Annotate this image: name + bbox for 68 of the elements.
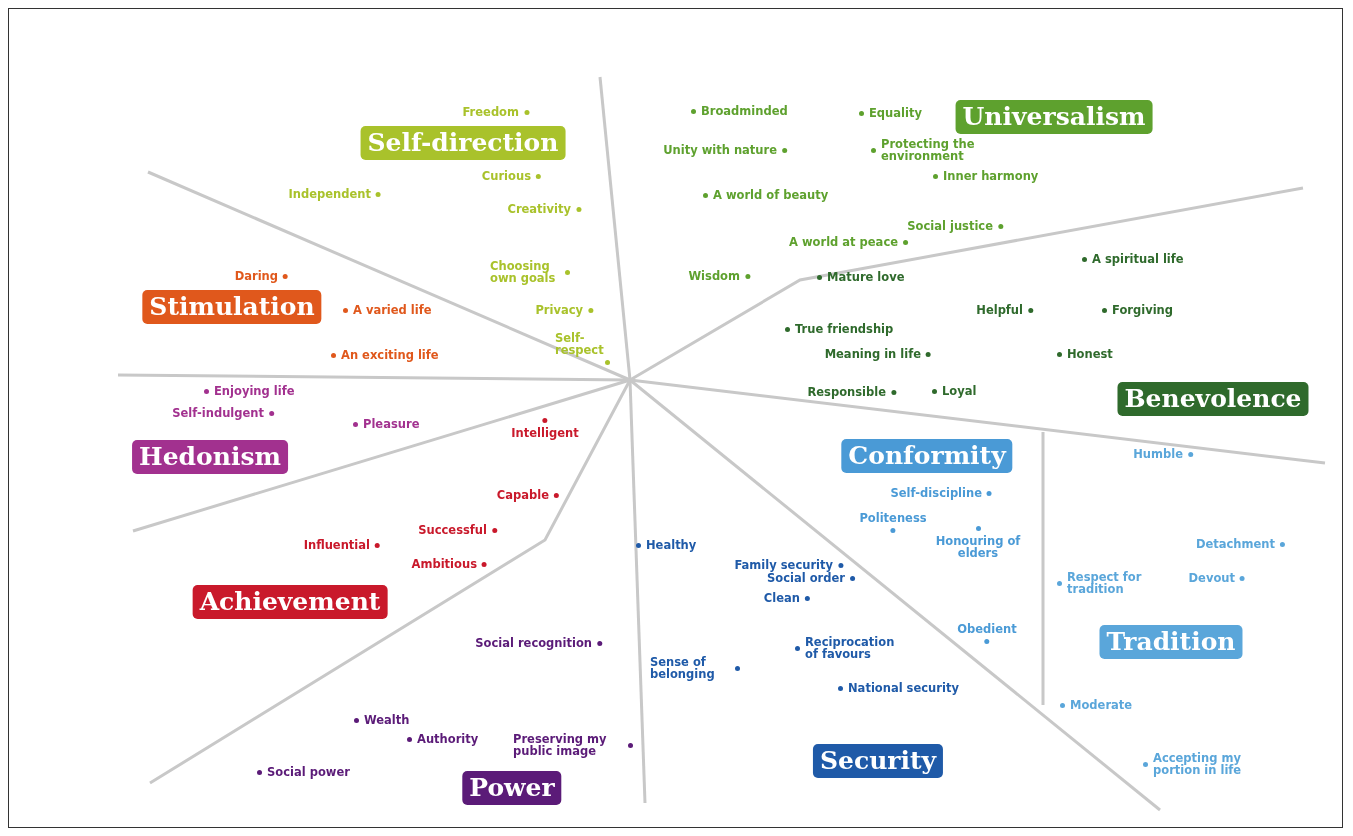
value-item: Meaning in life bbox=[824, 348, 931, 360]
value-item: Self-respect bbox=[555, 332, 610, 365]
value-item: Privacy bbox=[535, 304, 593, 316]
value-item: Healthy bbox=[636, 539, 697, 551]
value-item: Forgiving bbox=[1102, 304, 1173, 316]
value-item: Moderate bbox=[1060, 699, 1133, 711]
value-badge: Universalism bbox=[955, 100, 1153, 134]
value-item: Independent bbox=[288, 188, 381, 200]
value-badge: Tradition bbox=[1099, 625, 1243, 659]
value-item: Protecting the environment bbox=[871, 138, 991, 162]
value-item: Mature love bbox=[817, 271, 905, 283]
value-item: A varied life bbox=[343, 304, 432, 316]
value-item: An exciting life bbox=[331, 349, 439, 361]
value-item: Honouring of elders bbox=[933, 526, 1023, 559]
value-item: Responsible bbox=[807, 386, 896, 398]
value-item: Influential bbox=[303, 539, 380, 551]
value-item: Ambitious bbox=[411, 558, 487, 570]
value-item: Reciprocation of favours bbox=[795, 636, 905, 660]
value-item: Social recognition bbox=[475, 637, 602, 649]
value-badge: Self-direction bbox=[360, 126, 566, 160]
value-item: Inner harmony bbox=[933, 170, 1039, 182]
value-item: Obedient bbox=[957, 623, 1017, 644]
value-item: A world at peace bbox=[789, 236, 908, 248]
value-item: Daring bbox=[234, 270, 288, 282]
value-item: Successful bbox=[418, 524, 497, 536]
value-item: Self-discipline bbox=[890, 487, 992, 499]
value-badge: Benevolence bbox=[1117, 382, 1309, 416]
value-badge: Achievement bbox=[192, 585, 388, 619]
value-item: Creativity bbox=[507, 203, 581, 215]
value-item: Self-indulgent bbox=[172, 407, 274, 419]
value-item: Equality bbox=[859, 107, 922, 119]
value-item: Authority bbox=[407, 733, 479, 745]
value-badge: Power bbox=[462, 771, 562, 805]
value-item: Politeness bbox=[859, 512, 927, 533]
value-item: Honest bbox=[1057, 348, 1113, 360]
value-item: Capable bbox=[496, 489, 559, 501]
value-badge: Security bbox=[812, 744, 944, 778]
value-item: Family security bbox=[734, 559, 843, 571]
value-item: True friendship bbox=[785, 323, 894, 335]
value-item: Wisdom bbox=[688, 270, 750, 282]
value-item: Humble bbox=[1133, 448, 1193, 460]
value-badge: Hedonism bbox=[132, 440, 288, 474]
value-item: Clean bbox=[763, 592, 810, 604]
value-item: Social justice bbox=[907, 220, 1003, 232]
value-item: Choosing own goals bbox=[490, 260, 570, 284]
value-item: Helpful bbox=[976, 304, 1033, 316]
value-item: Curious bbox=[481, 170, 541, 182]
value-badge: Conformity bbox=[841, 439, 1013, 473]
value-item: Unity with nature bbox=[663, 144, 787, 156]
value-item: Pleasure bbox=[353, 418, 420, 430]
value-badge: Stimulation bbox=[142, 290, 322, 324]
value-item: Broadminded bbox=[691, 105, 788, 117]
value-item: A spiritual life bbox=[1082, 253, 1184, 265]
value-item: National security bbox=[838, 682, 959, 694]
value-item: Freedom bbox=[462, 106, 529, 118]
value-item: Respect for tradition bbox=[1057, 571, 1157, 595]
value-item: Accepting my portion in life bbox=[1143, 752, 1273, 776]
value-item: Wealth bbox=[354, 714, 410, 726]
value-item: Preserving my public image bbox=[513, 733, 633, 757]
value-item: Loyal bbox=[932, 385, 977, 397]
value-item: A world of beauty bbox=[703, 189, 829, 201]
value-item: Social power bbox=[257, 766, 350, 778]
value-item: Sense of belonging bbox=[650, 656, 740, 680]
value-item: Social order bbox=[767, 572, 855, 584]
value-item: Devout bbox=[1188, 572, 1245, 584]
value-item: Enjoying life bbox=[204, 385, 295, 397]
value-item: Intelligent bbox=[511, 418, 579, 439]
value-item: Detachment bbox=[1195, 538, 1285, 550]
